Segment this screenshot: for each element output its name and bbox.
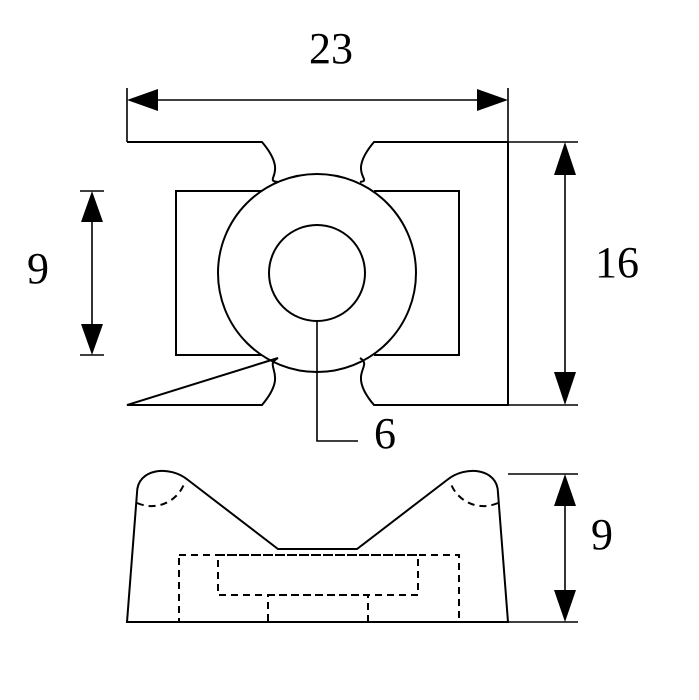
dim-label-16: 16 — [595, 238, 639, 287]
dim-hole-leader: 6 — [316, 321, 396, 458]
dim-width-top: 23 — [126, 24, 509, 142]
hidden-rect-outer — [178, 554, 460, 623]
dim-label-9-side: 9 — [591, 510, 613, 559]
dim-side-height: 9 — [508, 473, 613, 623]
side-view-outline — [125, 469, 510, 623]
hidden-rect-inner — [267, 594, 369, 623]
side-view — [125, 469, 510, 623]
left-fillet-hidden — [136, 483, 185, 508]
dim-inner-height-left: 9 — [27, 190, 104, 356]
dim-label-23: 23 — [309, 24, 353, 73]
hidden-rect-middle — [217, 554, 419, 596]
dim-height-right: 16 — [508, 141, 639, 406]
dim-label-6: 6 — [374, 409, 396, 458]
right-fillet-hidden — [450, 483, 499, 508]
dim-label-9-left: 9 — [27, 244, 49, 293]
inner-rect — [175, 190, 460, 356]
center-hole — [268, 224, 366, 322]
